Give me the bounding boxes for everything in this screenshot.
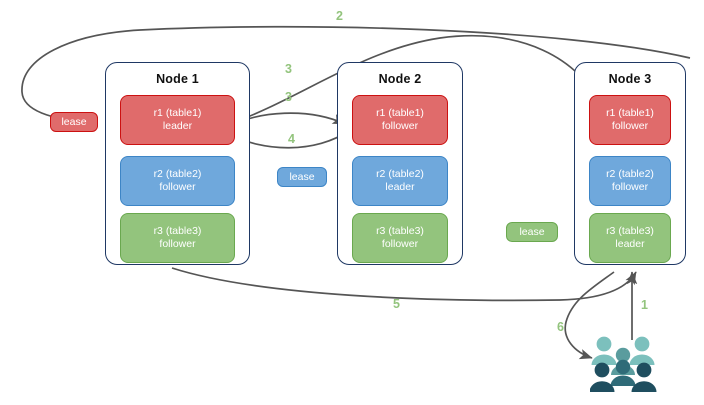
step-label-3b: 3 — [285, 90, 292, 104]
step-label-3a: 3 — [285, 62, 292, 76]
step-label-5: 5 — [393, 297, 400, 311]
person-front-middle — [610, 359, 636, 386]
replica-line2: leader — [162, 120, 193, 132]
replica-line2: follower — [611, 181, 649, 193]
node-title: Node 3 — [608, 72, 652, 86]
person-back-right — [629, 336, 655, 365]
node-title: Node 2 — [378, 72, 422, 86]
replica-n1r2[interactable]: r2 (table2) follower — [120, 156, 235, 206]
arrow-step-5 — [171, 267, 637, 302]
replica-line2: follower — [159, 181, 196, 193]
replica-line1: r3 (table3) — [153, 225, 202, 237]
person-back-left — [591, 336, 617, 365]
replica-line2: leader — [615, 238, 645, 250]
arrow-step-2 — [21, 25, 691, 127]
replica-n3r1[interactable]: r1 (table1) follower — [589, 95, 671, 145]
replica-n1r1[interactable]: r1 (table1) leader — [120, 95, 235, 145]
node-box-node3[interactable]: Node 3 r1 (table1) follower r2 (table2) … — [574, 62, 686, 265]
step-label-4: 4 — [288, 132, 295, 146]
person-front-left — [589, 362, 615, 392]
replica-line1: r2 (table2) — [606, 168, 654, 180]
replica-line2: follower — [381, 120, 419, 132]
replica-line1: r2 (table2) — [376, 168, 424, 180]
replica-n3r3[interactable]: r3 (table3) leader — [589, 213, 671, 263]
clients-svg — [589, 336, 657, 392]
node-box-node2[interactable]: Node 2 r1 (table1) follower r2 (table2) … — [337, 62, 463, 265]
replica-line2: follower — [381, 238, 419, 250]
replica-line1: r1 (table1) — [376, 107, 424, 119]
replica-line2: follower — [611, 120, 649, 132]
step-label-1: 1 — [641, 298, 648, 312]
replica-n3r2[interactable]: r2 (table2) follower — [589, 156, 671, 206]
replica-n2r2[interactable]: r2 (table2) leader — [352, 156, 448, 206]
node-title: Node 1 — [156, 72, 199, 86]
lease-badge-red[interactable]: lease — [50, 112, 98, 132]
replica-line1: r1 (table1) — [153, 107, 202, 119]
replica-line1: r3 (table3) — [606, 225, 654, 237]
replica-line1: r3 (table3) — [376, 225, 424, 237]
arrow-step-3-node3 — [223, 34, 603, 127]
replica-n2r3[interactable]: r3 (table3) follower — [352, 213, 448, 263]
lease-badge-green[interactable]: lease — [506, 222, 558, 242]
replica-n2r1[interactable]: r1 (table1) follower — [352, 95, 448, 145]
lease-badge-blue[interactable]: lease — [277, 167, 327, 187]
node-box-node1[interactable]: Node 1 r1 (table1) leader r2 (table2) fo… — [105, 62, 250, 265]
replica-line1: r2 (table2) — [153, 168, 202, 180]
replica-line2: follower — [159, 238, 196, 250]
clients-group-icon[interactable] — [589, 334, 662, 396]
step-label-6: 6 — [557, 320, 564, 334]
replica-line2: leader — [385, 181, 415, 193]
arrow-step-6 — [564, 271, 615, 360]
step-label-2: 2 — [336, 9, 343, 23]
person-front-right — [631, 362, 657, 392]
replica-n1r3[interactable]: r3 (table3) follower — [120, 213, 235, 263]
replica-line1: r1 (table1) — [606, 107, 654, 119]
